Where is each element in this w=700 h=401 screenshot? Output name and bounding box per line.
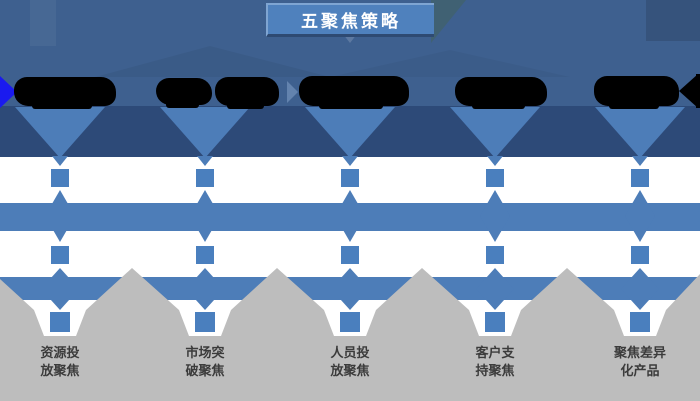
black-left-arrowhead-icon (679, 74, 698, 108)
title-banner: 五聚焦策略 (266, 3, 434, 37)
page-title: 五聚焦策略 (301, 12, 401, 31)
column-label-2: 市场突 破聚焦 (157, 344, 253, 380)
column-label-5-line1: 聚焦差异 (613, 345, 666, 360)
header-patch-light (30, 0, 56, 46)
faint-chevron-icon (287, 81, 298, 103)
redacted-text-blob-3 (299, 76, 409, 109)
column-label-2-line2: 破聚焦 (185, 363, 225, 378)
gray-mountains-footer (0, 268, 700, 401)
header-faint-zigzag-2 (330, 50, 570, 77)
column-label-5: 聚焦差异 化产品 (592, 344, 688, 380)
redacted-text-blob-1 (14, 77, 116, 109)
column-label-1: 资源投 放聚焦 (12, 344, 108, 380)
black-end-bar (696, 74, 700, 108)
column-label-4-line1: 客户支 (475, 345, 515, 360)
header-faint-zigzag-1 (95, 46, 330, 77)
redacted-text-blob-2a (156, 78, 212, 108)
column-label-2-line1: 市场突 (185, 345, 225, 360)
column-label-4-line2: 持聚焦 (475, 363, 515, 378)
column-label-3-line1: 人员投 (330, 345, 370, 360)
header-teal-wedge (431, 0, 466, 43)
column-label-3-line2: 放聚焦 (330, 363, 370, 378)
column-label-1-line1: 资源投 (40, 345, 80, 360)
redacted-text-blob-5 (594, 76, 679, 109)
column-label-4: 客户支 持聚焦 (447, 344, 543, 380)
column-label-3: 人员投 放聚焦 (302, 344, 398, 380)
header-patch-dark (646, 0, 700, 41)
column-label-1-line2: 放聚焦 (40, 363, 80, 378)
blue-right-arrow-icon (0, 76, 17, 108)
redacted-text-blob-4 (455, 77, 547, 109)
column-label-5-line2: 化产品 (620, 363, 660, 378)
redacted-text-blob-2b (215, 77, 279, 109)
